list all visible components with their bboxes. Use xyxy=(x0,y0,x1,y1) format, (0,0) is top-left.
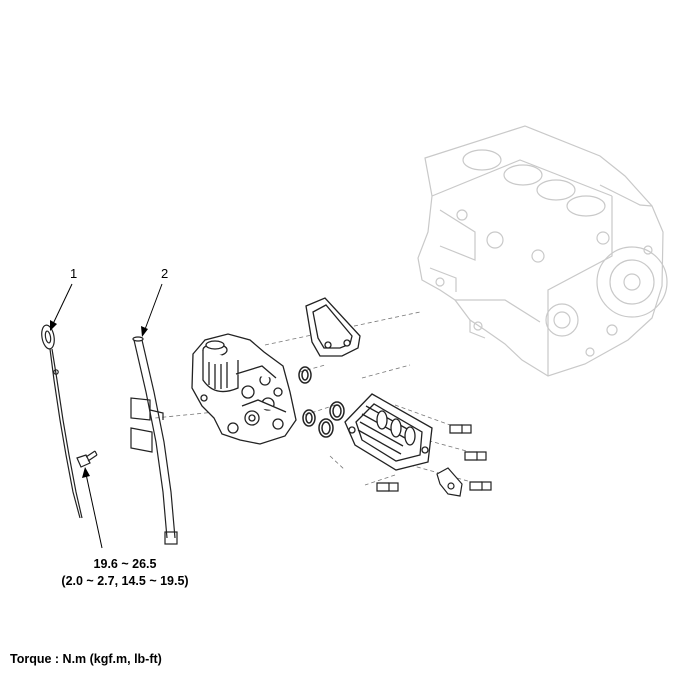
oil-filter-module xyxy=(191,333,297,445)
torque-unit-note: Torque : N.m (kgf.m, lb-ft) xyxy=(10,652,162,666)
bracket xyxy=(436,467,463,497)
oil-cooler-gasket xyxy=(305,297,361,357)
oil-cooler xyxy=(344,393,433,471)
torque-primary: 19.6 ~ 26.5 xyxy=(93,557,157,571)
guide-bolt xyxy=(76,450,98,468)
leader-lines xyxy=(51,283,163,549)
torque-secondary: (2.0 ~ 2.7, 14.5 ~ 19.5) xyxy=(61,574,189,588)
oil-level-gauge-guide xyxy=(130,336,178,545)
leader-arrowheads xyxy=(50,320,148,478)
callout-2: 2 xyxy=(161,266,169,281)
cooler-bolts xyxy=(376,424,492,492)
callout-1: 1 xyxy=(70,266,78,281)
engine-block xyxy=(417,125,668,377)
o-rings xyxy=(298,366,345,438)
oil-level-gauge xyxy=(41,324,83,519)
torque-spec: 19.6 ~ 26.5 (2.0 ~ 2.7, 14.5 ~ 19.5) xyxy=(40,556,210,590)
